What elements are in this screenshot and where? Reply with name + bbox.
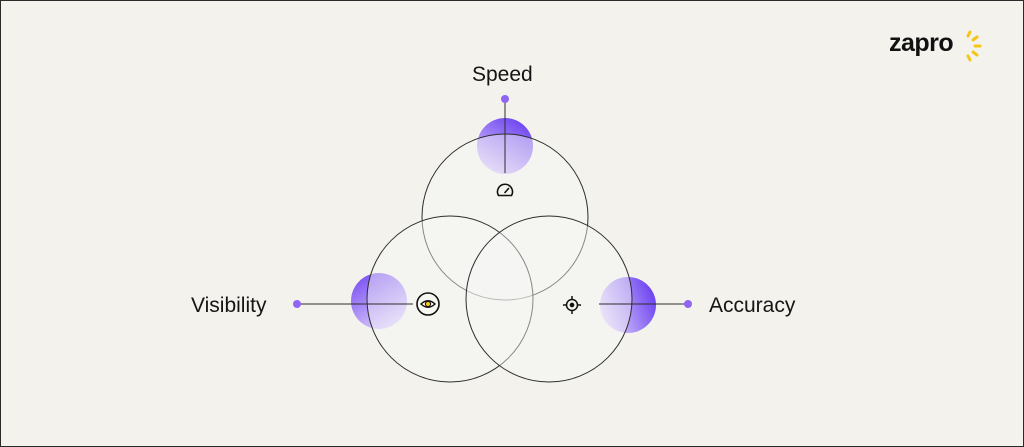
accuracy-accent-blob [600, 277, 656, 333]
accuracy-circle [465, 215, 633, 383]
visibility-label: Visibility [191, 294, 267, 317]
visibility-accent-blob [351, 273, 407, 329]
eye-icon [416, 292, 440, 316]
accuracy-label: Accuracy [709, 294, 796, 317]
sun-rays-icon [966, 30, 982, 62]
speed-connector-dot [501, 95, 509, 103]
accuracy-connector-dot [684, 300, 692, 308]
speed-label: Speed [472, 63, 533, 86]
speedometer-icon [496, 183, 514, 197]
visibility-connector-dot [293, 300, 301, 308]
crosshair-target-icon [563, 296, 581, 314]
logo-wordmark: zapro [889, 29, 954, 57]
visibility-circle [366, 215, 534, 383]
zapro-logo: zapro [889, 29, 989, 65]
